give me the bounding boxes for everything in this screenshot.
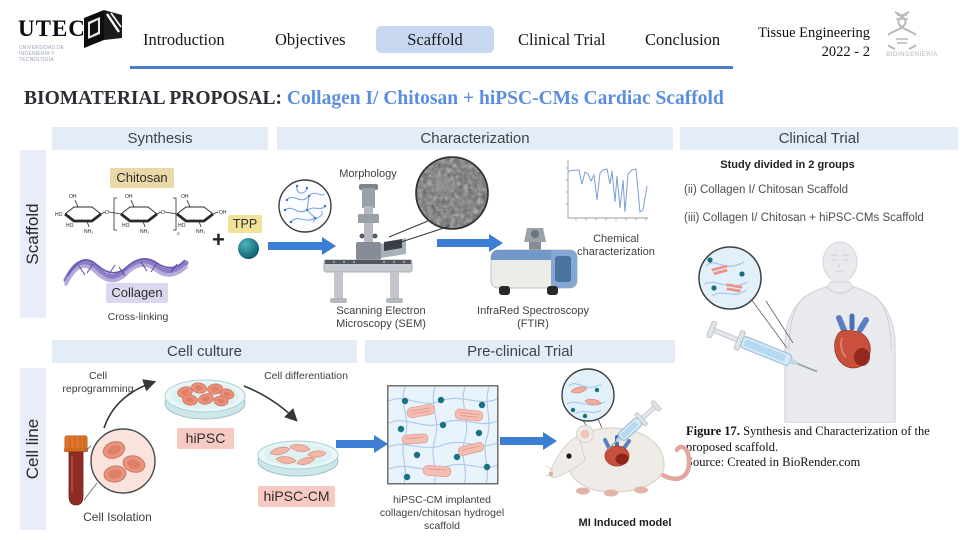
study-group-ii: (ii) Collagen I/ Chitosan Scaffold: [684, 184, 849, 196]
row-label-cell-line: Cell line: [23, 418, 42, 480]
utec-logo: UTEC: [18, 16, 86, 41]
plus-sign: +: [212, 227, 225, 252]
svg-text:OH: OH: [69, 194, 77, 200]
blood-tube-illustration: [62, 434, 92, 512]
svg-text:NH₂: NH₂: [84, 229, 93, 235]
ftir-spectrum-chart: [556, 156, 653, 234]
svg-text:OH: OH: [125, 194, 133, 200]
figure-source: Source: Created in BioRender.com: [686, 455, 861, 469]
nav-tab-introduction[interactable]: Introduction: [143, 30, 225, 49]
nav-tab-clinical-trial[interactable]: Clinical Trial: [518, 30, 606, 49]
tpp-particle: [238, 238, 259, 259]
page-title: BIOMATERIAL PROPOSAL: Collagen I/ Chitos…: [24, 88, 724, 110]
cell-isolation-caption: Cell Isolation: [83, 510, 152, 524]
study-groups-title: Study divided in 2 groups: [720, 159, 855, 171]
crosslinking-caption: Cross-linking: [107, 311, 169, 323]
section-header-preclinical-trial: Pre-clinical Trial: [365, 340, 675, 363]
scaffold-network-icon: [277, 178, 333, 234]
sem-caption: Scanning Electron Microscopy (SEM): [336, 305, 426, 330]
study-group-iii: (iii) Collagen I/ Chitosan + hiPSC-CMs S…: [684, 212, 924, 224]
figure-caption: Figure 17. Synthesis and Characterizatio…: [686, 424, 944, 471]
svg-text:NH₂: NH₂: [140, 229, 149, 235]
chitosan-structure-diagram: OH OH OH HO HO HO HO NH₂ NH₂ NH₂ O O OH …: [55, 190, 227, 242]
sem-machine-illustration: [322, 184, 417, 304]
utec-logo-subtext: UNIVERSIDAD DE INGENIERÍA Y TECNOLOGÍA: [19, 45, 65, 63]
row-label-scaffold: Scaffold: [23, 203, 42, 265]
cell-isolation-magnifier: [88, 426, 158, 496]
svg-text:n: n: [177, 231, 180, 236]
chemical-characterization-caption: Chemical characterization: [577, 233, 655, 258]
svg-text:O: O: [161, 210, 165, 216]
cell-differentiation-label: Cell differentiation: [264, 370, 348, 382]
section-header-clinical-trial: Clinical Trial: [680, 127, 958, 150]
hipsc-label: hiPSC: [177, 428, 234, 449]
dna-helix-icon: [888, 10, 916, 50]
svg-text:HO: HO: [122, 223, 130, 229]
row-bar-scaffold: [20, 150, 46, 318]
utec-logo-mark-icon: [80, 8, 126, 52]
section-header-cell-culture: Cell culture: [52, 340, 357, 363]
tpp-label: TPP: [228, 215, 262, 233]
svg-text:HO: HO: [66, 223, 74, 229]
bioingenieria-logo-text: BIOINGENIERÍA: [886, 52, 938, 58]
petri-dish-hipsc: [163, 366, 247, 422]
row-bar-cell-line: [20, 368, 46, 530]
cell-reprogramming-label: Cell reprogramming: [62, 370, 134, 395]
hydrogel-caption: hiPSC-CM implanted collagen/chitosan hyd…: [379, 494, 505, 532]
hipsc-cm-label: hiPSC-CM: [258, 486, 335, 507]
sem-micrograph: [414, 155, 490, 231]
figure-caption-text: Synthesis and Characterization of the pr…: [686, 424, 930, 454]
collagen-label: Collagen: [106, 283, 168, 303]
svg-text:O: O: [105, 210, 109, 216]
svg-text:HO: HO: [178, 223, 186, 229]
section-header-characterization: Characterization: [277, 127, 673, 150]
section-header-synthesis: Synthesis: [52, 127, 268, 150]
svg-text:NH₂: NH₂: [196, 229, 205, 235]
chitosan-label: Chitosan: [110, 168, 174, 188]
svg-text:HO: HO: [55, 212, 63, 218]
hydrogel-scaffold-illustration: [387, 385, 499, 485]
nav-underline: [130, 66, 733, 69]
page-title-prefix: BIOMATERIAL PROPOSAL:: [24, 88, 287, 109]
svg-text:OH: OH: [219, 210, 227, 216]
petri-dish-hipsc-cm: [256, 427, 340, 479]
figure-label: Figure 17.: [686, 424, 740, 438]
mouse-injection-illustration: [545, 362, 695, 522]
collagen-helix-illustration: [63, 246, 193, 292]
nav-tab-objectives[interactable]: Objectives: [275, 30, 346, 49]
svg-text:OH: OH: [181, 194, 189, 200]
mi-model-caption: MI Induced model: [578, 517, 672, 529]
morphology-label: Morphology: [339, 168, 397, 180]
course-label: Tissue Engineering 2022 - 2: [758, 25, 870, 60]
nav-tab-scaffold[interactable]: Scaffold: [376, 26, 494, 53]
ftir-caption: InfraRed Spectroscopy (FTIR): [477, 305, 589, 330]
page-title-highlight: Collagen I/ Chitosan + hiPSC-CMs Cardiac…: [286, 88, 724, 109]
patient-injection-illustration: [688, 238, 953, 423]
nav-tab-conclusion[interactable]: Conclusion: [645, 30, 721, 49]
ftir-machine-illustration: [489, 224, 581, 298]
